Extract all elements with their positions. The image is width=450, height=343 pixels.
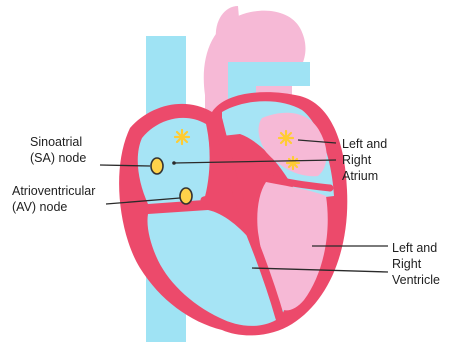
atrium-label-line2: Right	[342, 152, 387, 168]
av-node	[180, 188, 192, 204]
sa-node-label: Sinoatrial (SA) node	[30, 134, 86, 166]
spark-icon-left-atrium-lower	[287, 157, 299, 169]
sa-node-label-line2: (SA) node	[30, 150, 86, 166]
av-node-label-line1: Atrioventricular	[12, 183, 95, 199]
ventricle-label-line1: Left and	[392, 240, 440, 256]
atrium-leader-dot	[172, 161, 176, 165]
ventricle-label-line2: Right	[392, 256, 440, 272]
atrium-label: Left and Right Atrium	[342, 136, 387, 184]
ventricle-label: Left and Right Ventricle	[392, 240, 440, 288]
sa-node	[151, 158, 163, 174]
av-node-label-line2: (AV) node	[12, 199, 95, 215]
av-node-label: Atrioventricular (AV) node	[12, 183, 95, 215]
sa-node-label-line1: Sinoatrial	[30, 134, 86, 150]
atrium-label-line1: Left and	[342, 136, 387, 152]
spark-icon-left-atrium	[279, 131, 293, 145]
atrium-label-line3: Atrium	[342, 168, 387, 184]
ventricle-label-line3: Ventricle	[392, 272, 440, 288]
valve-divider	[204, 196, 218, 200]
spark-icon-right-atrium	[175, 130, 189, 144]
